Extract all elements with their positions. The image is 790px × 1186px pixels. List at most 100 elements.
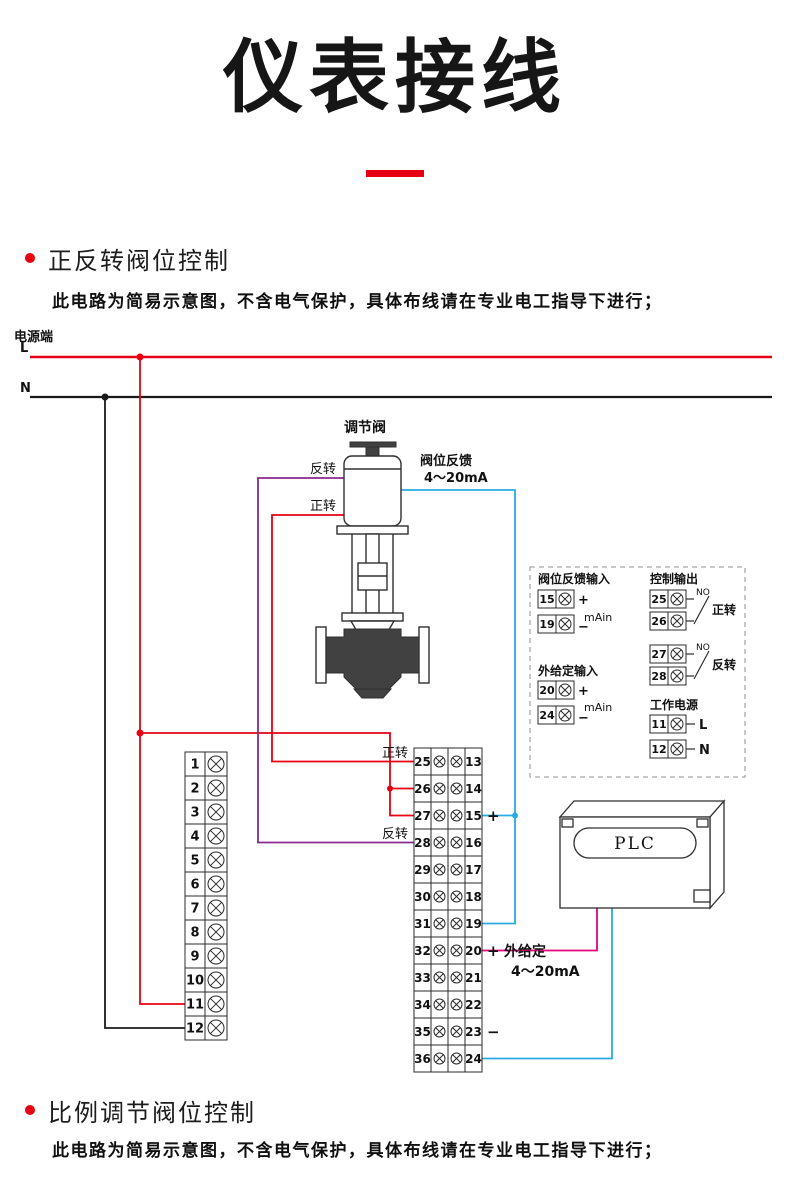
feedback-plus-mark: + xyxy=(487,807,500,825)
screw-cross-icon xyxy=(435,919,444,928)
section1-note: 此电路为简易示意图，不含电气保护，具体布线请在专业电工指导下进行； xyxy=(52,292,663,312)
screw-cross-icon xyxy=(209,925,223,939)
junction-dot xyxy=(136,353,144,361)
setpoint-plus-mark: + xyxy=(487,942,500,960)
terminal-number: 36 xyxy=(414,1052,431,1066)
section1-bullet-icon xyxy=(25,253,35,263)
screw-cross-icon xyxy=(435,865,444,874)
terminal-number: 24 xyxy=(539,709,555,722)
terminal-info-box xyxy=(529,566,746,778)
setpoint-minus-mark: − xyxy=(487,1023,500,1041)
screw-icon xyxy=(207,995,225,1013)
terminal-number: 7 xyxy=(190,902,199,917)
terminal-number: 15 xyxy=(465,809,482,823)
valve-pipe-flange-right xyxy=(418,626,430,684)
strip-forward-label: 正转 xyxy=(382,746,408,761)
terminal-number: 25 xyxy=(651,593,666,606)
screw-cross-icon xyxy=(452,892,461,901)
infobox-setpoint-minus: − xyxy=(578,711,589,726)
terminal-number-cell xyxy=(464,1044,483,1073)
terminal-number: 5 xyxy=(190,854,199,869)
terminal-number: 35 xyxy=(414,1025,431,1039)
junction-dot xyxy=(101,393,109,401)
screw-icon xyxy=(450,863,463,876)
screw-icon xyxy=(450,917,463,930)
terminal-number: 16 xyxy=(465,836,482,850)
terminal-number: 21 xyxy=(465,971,482,985)
screw-cross-icon xyxy=(435,1054,444,1063)
screw-icon xyxy=(433,944,446,957)
screw-cross-icon xyxy=(452,838,461,847)
terminal-number: 27 xyxy=(414,809,431,823)
screw-icon xyxy=(450,1052,463,1065)
terminal-number: 27 xyxy=(651,648,666,661)
screw-icon xyxy=(450,998,463,1011)
terminal-number: 25 xyxy=(414,755,431,769)
wire-setpoint-minus xyxy=(482,908,613,1060)
valve-forward-label: 正转 xyxy=(310,499,336,514)
terminal-number: 33 xyxy=(414,971,431,985)
valve-pipe-flange-left xyxy=(315,626,327,684)
plc-name-plate xyxy=(573,827,697,859)
terminal-number: 32 xyxy=(414,944,431,958)
valve-reverse-label: 反转 xyxy=(310,462,336,477)
screw-cross-icon xyxy=(435,1027,444,1036)
infobox-feedback-unit: mAin xyxy=(584,611,612,624)
screw-cross-icon xyxy=(560,619,570,629)
terminal-number: 10 xyxy=(186,974,204,989)
setpoint-label: 外给定 xyxy=(504,943,546,960)
screw-icon xyxy=(433,971,446,984)
title-underline xyxy=(366,170,424,177)
plc-side-face xyxy=(709,799,725,910)
screw-cross-icon xyxy=(209,901,223,915)
terminal-number: 31 xyxy=(414,917,431,931)
screw-icon xyxy=(433,809,446,822)
infobox-feedback-title: 阀位反馈输入 xyxy=(538,571,610,586)
screw-cross-icon xyxy=(209,757,223,771)
screw-cross-icon xyxy=(452,946,461,955)
screw-icon xyxy=(450,782,463,795)
screw-cross-icon xyxy=(452,1027,461,1036)
terminal-number: 34 xyxy=(414,998,431,1012)
screw-cross-icon xyxy=(435,811,444,820)
screw-icon xyxy=(433,1025,446,1038)
screw-icon xyxy=(558,683,572,697)
screw-cross-icon xyxy=(672,616,682,626)
section2-note: 此电路为简易示意图，不含电气保护，具体布线请在专业电工指导下进行； xyxy=(52,1141,663,1161)
screw-icon xyxy=(207,1019,225,1037)
terminal-number: 11 xyxy=(186,998,204,1013)
screw-cross-icon xyxy=(209,997,223,1011)
terminal-number: 20 xyxy=(465,944,482,958)
junction-dot xyxy=(136,729,144,737)
terminal-number: 3 xyxy=(190,806,199,821)
terminal-number: 26 xyxy=(651,615,667,628)
terminal-number: 28 xyxy=(651,670,666,683)
infobox-setpoint-plus: + xyxy=(578,684,589,699)
screw-cross-icon xyxy=(209,829,223,843)
infobox-no-label: NO xyxy=(696,643,710,653)
terminal-number: 17 xyxy=(465,863,482,877)
screw-icon xyxy=(207,875,225,893)
valve-feedback-range: 4～20mA xyxy=(424,471,488,486)
screw-icon xyxy=(450,971,463,984)
wire-forward xyxy=(271,514,414,763)
terminal-number: 22 xyxy=(465,998,482,1012)
infobox-forward-label: 正转 xyxy=(712,602,736,617)
valve-bonnet-flange xyxy=(341,612,404,622)
section1-heading: 正反转阀位控制 xyxy=(48,247,230,275)
screw-icon xyxy=(450,944,463,957)
infobox-reverse-label: 反转 xyxy=(712,657,736,672)
plc-module: PLC xyxy=(558,799,726,910)
control-valve xyxy=(315,441,430,699)
infobox-no-label: NO xyxy=(696,588,710,598)
screw-cross-icon xyxy=(560,685,570,695)
section2-bullet-icon xyxy=(25,1105,35,1115)
infobox-setpoint-unit: mAin xyxy=(584,701,612,714)
wire-l-to-terminal-11 xyxy=(139,357,185,1005)
terminal-number: 18 xyxy=(465,890,482,904)
screw-icon xyxy=(558,617,572,631)
screw-icon xyxy=(450,809,463,822)
screw-icon xyxy=(433,755,446,768)
